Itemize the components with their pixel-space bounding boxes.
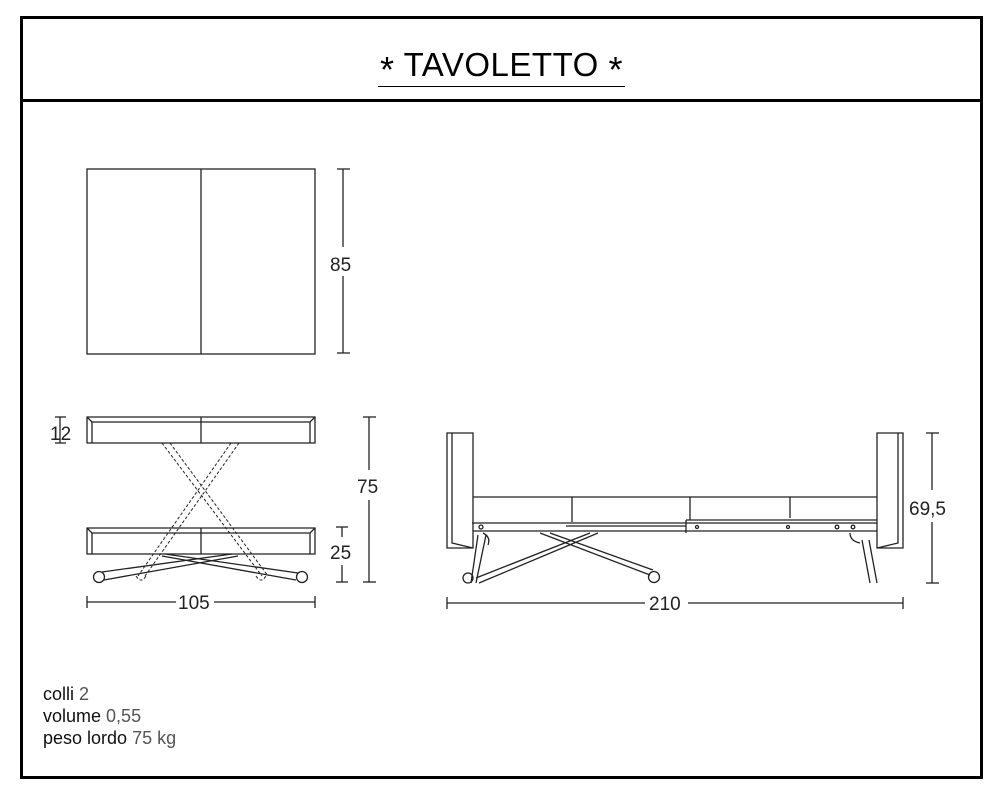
spec-peso-lordo: peso lordo 75 kg — [43, 728, 177, 748]
dim-height-75: 75 — [357, 477, 378, 498]
asterisk-left: * — [380, 49, 395, 90]
dim-width-105: 105 — [178, 593, 210, 614]
spec-colli: colli 2 — [43, 684, 90, 704]
product-name: TAVOLETTO — [403, 46, 599, 83]
top-view — [86, 168, 350, 355]
shipping-specs: colli 2 volume 0,55 peso lordo 75 kg — [43, 683, 176, 749]
dim-low-height-25: 25 — [330, 543, 351, 564]
header: * TAVOLETTO * — [23, 19, 980, 102]
dim-height-69-5: 69,5 — [909, 499, 946, 520]
dim-thickness-12: 12 — [50, 424, 71, 445]
asterisk-right: * — [608, 49, 623, 90]
side-view — [446, 432, 939, 609]
spec-volume: volume 0,55 — [43, 706, 142, 726]
page-title: * TAVOLETTO * — [23, 45, 980, 90]
dim-length-210: 210 — [649, 594, 681, 615]
front-view — [55, 416, 376, 608]
dim-depth-85: 85 — [330, 255, 351, 276]
drawing-frame: * TAVOLETTO * — [20, 16, 983, 779]
